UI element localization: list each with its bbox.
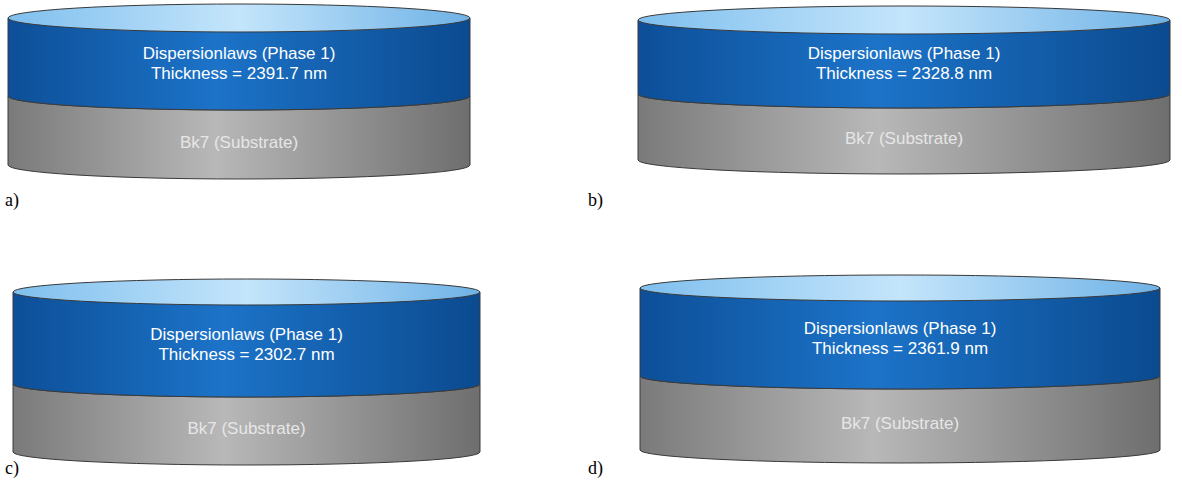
film-layer: Dispersionlaws (Phase 1)Thickness = 2361… [640,299,1160,378]
panel-label: c) [5,458,19,479]
layer-name: Dispersionlaws (Phase 1) [804,319,997,339]
substrate-layer: Bk7 (Substrate) [13,395,480,463]
layer-thickness: Thickness = 2328.8 nm [816,64,992,84]
cylinder-d [640,275,1160,463]
panel-label: a) [5,190,19,211]
layer-name: Bk7 (Substrate) [845,129,963,149]
panel-label: d) [588,458,603,479]
substrate-layer: Bk7 (Substrate) [8,108,470,177]
layer-thickness: Thickness = 2361.9 nm [812,339,988,359]
layer-name: Dispersionlaws (Phase 1) [150,325,343,345]
film-layer: Dispersionlaws (Phase 1)Thickness = 2328… [638,32,1170,96]
layer-name: Bk7 (Substrate) [841,414,959,434]
substrate-layer: Bk7 (Substrate) [640,387,1160,461]
substrate-layer: Bk7 (Substrate) [638,106,1170,172]
cylinder-b [638,6,1170,174]
cylinder-c [13,279,480,465]
layer-name: Bk7 (Substrate) [180,133,298,153]
layer-thickness: Thickness = 2302.7 nm [158,345,334,365]
layer-name: Dispersionlaws (Phase 1) [143,44,336,64]
cylinder-a [8,4,470,179]
layer-thickness: Thickness = 2391.7 nm [151,64,327,84]
film-layer: Dispersionlaws (Phase 1)Thickness = 2391… [8,30,470,98]
film-layer: Dispersionlaws (Phase 1)Thickness = 2302… [13,303,480,386]
layer-name: Dispersionlaws (Phase 1) [808,44,1001,64]
panel-label: b) [588,190,603,211]
layer-name: Bk7 (Substrate) [187,419,305,439]
